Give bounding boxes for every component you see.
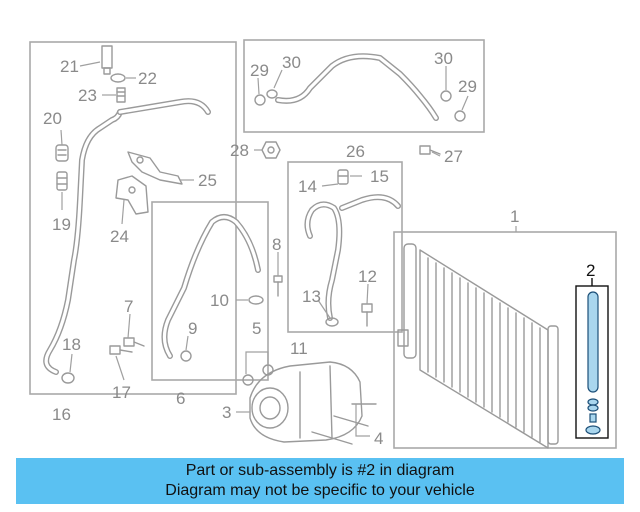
callout-7: 7 bbox=[124, 297, 133, 316]
callout-30b: 30 bbox=[434, 49, 453, 68]
compressor-part bbox=[249, 361, 363, 443]
bolt-17-part bbox=[109, 345, 133, 355]
callout-2: 2 bbox=[586, 261, 595, 280]
hose-11-part bbox=[304, 194, 401, 321]
group-box-6 bbox=[151, 201, 269, 381]
bolt-7-part bbox=[123, 337, 145, 347]
receiver-drier-part bbox=[585, 291, 601, 435]
o-ring-30a-part bbox=[266, 89, 278, 99]
o-ring-9-part bbox=[180, 350, 192, 362]
drier-o-ring-upper bbox=[587, 398, 599, 406]
group-box-16 bbox=[29, 41, 237, 395]
liquid-line-pipe bbox=[43, 98, 211, 375]
bolt-27-part bbox=[419, 145, 441, 155]
suction-hose-26-part bbox=[275, 53, 439, 121]
callout-15: 15 bbox=[370, 167, 389, 186]
bracket-24-part bbox=[115, 175, 149, 215]
o-ring-10-part bbox=[248, 295, 264, 305]
banner-line-2: Diagram may not be specific to your vehi… bbox=[165, 482, 475, 499]
nut-28-part bbox=[261, 141, 281, 159]
callout-29b: 29 bbox=[458, 77, 477, 96]
o-ring-13-part bbox=[325, 317, 339, 327]
callout-12: 12 bbox=[358, 267, 377, 286]
callout-14: 14 bbox=[298, 177, 317, 196]
valve-core-23-part bbox=[116, 87, 126, 103]
o-ring-30b-part bbox=[440, 90, 452, 102]
callout-1: 1 bbox=[510, 207, 519, 226]
callout-23: 23 bbox=[78, 86, 97, 105]
o-ring-18-part bbox=[61, 372, 75, 384]
bolt-set-4-part bbox=[311, 403, 377, 445]
callout-30a: 30 bbox=[282, 53, 301, 72]
group-box-1 bbox=[393, 231, 617, 449]
pressure-sensor-part bbox=[101, 45, 113, 75]
callout-6: 6 bbox=[176, 389, 185, 408]
callout-19: 19 bbox=[52, 215, 71, 234]
callout-17: 17 bbox=[112, 383, 131, 402]
callout-21: 21 bbox=[60, 57, 79, 76]
group-box-11 bbox=[287, 161, 403, 333]
group-box-26 bbox=[243, 39, 485, 133]
callout-26: 26 bbox=[346, 142, 365, 161]
o-ring-5a-part bbox=[242, 374, 254, 386]
callout-11: 11 bbox=[290, 339, 308, 358]
callout-16: 16 bbox=[52, 405, 71, 424]
drier-plug-stem bbox=[589, 413, 597, 423]
callout-24: 24 bbox=[110, 227, 129, 246]
parts-diagram: 21 22 23 20 19 24 25 16 18 17 7 29 30 30… bbox=[29, 39, 617, 449]
callout-10: 10 bbox=[210, 291, 229, 310]
leader-lines bbox=[60, 61, 593, 437]
drier-o-ring-lower bbox=[587, 404, 599, 412]
callout-3: 3 bbox=[222, 403, 231, 422]
drier-cylinder bbox=[587, 291, 599, 393]
banner-line-1: Part or sub-assembly is #2 in diagram bbox=[185, 462, 455, 479]
callout-20: 20 bbox=[43, 109, 62, 128]
o-ring-29a-part bbox=[254, 94, 266, 106]
o-ring-22-part bbox=[110, 73, 126, 83]
o-ring-5b-part bbox=[262, 364, 274, 376]
condenser-part bbox=[397, 243, 559, 449]
callout-9: 9 bbox=[188, 319, 197, 338]
callout-22: 22 bbox=[138, 69, 157, 88]
bolt-12-part bbox=[361, 303, 373, 327]
discharge-hose-6-part bbox=[161, 214, 261, 359]
callout-28: 28 bbox=[230, 141, 249, 160]
info-banner: Part or sub-assembly is #2 in diagram Di… bbox=[16, 458, 624, 504]
o-ring-29b-part bbox=[454, 110, 466, 122]
bolt-8-part bbox=[273, 275, 283, 297]
callout-25: 25 bbox=[198, 171, 217, 190]
bracket-25-part bbox=[127, 151, 183, 185]
callout-27: 27 bbox=[444, 147, 463, 166]
valve-15-part bbox=[337, 169, 349, 185]
callout-18: 18 bbox=[62, 335, 81, 354]
callout-13: 13 bbox=[302, 287, 321, 306]
callout-4: 4 bbox=[374, 429, 383, 448]
cap-20-part bbox=[55, 144, 69, 162]
callout-29a: 29 bbox=[250, 61, 269, 80]
callout-5: 5 bbox=[252, 319, 261, 338]
drier-plug bbox=[585, 425, 601, 435]
callout-8: 8 bbox=[272, 235, 281, 254]
valve-19-part bbox=[56, 171, 68, 191]
